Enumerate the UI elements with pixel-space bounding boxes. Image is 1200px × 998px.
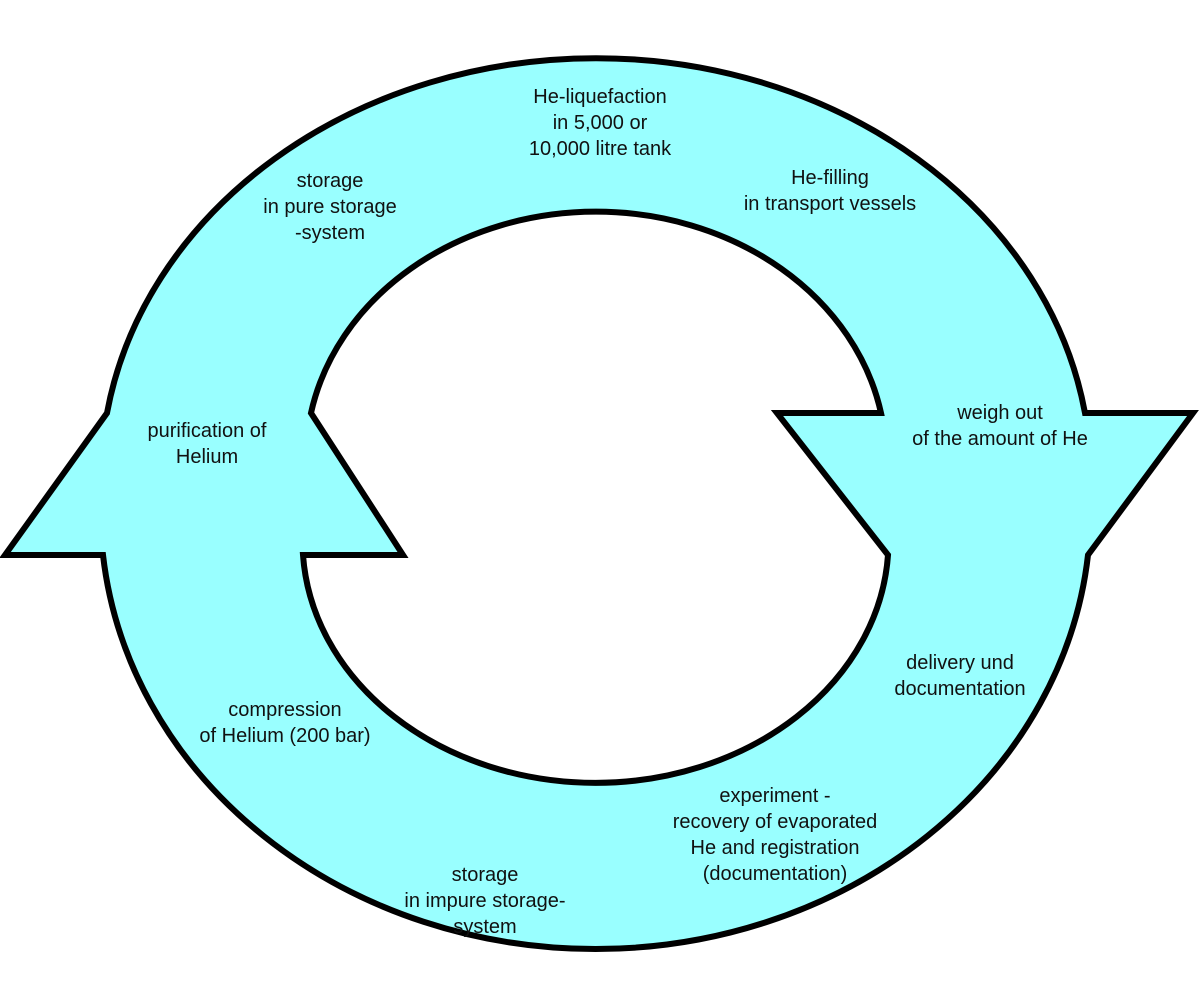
- step-text-line: in impure storage-: [404, 890, 566, 912]
- step-compression: compression of Helium (200 bar): [160, 697, 410, 749]
- step-text-line: recovery of evaporated: [672, 811, 878, 833]
- step-text-line: Helium: [175, 446, 239, 468]
- step-text-line: documentation: [894, 678, 1026, 700]
- step-text-line: experiment -: [719, 785, 831, 807]
- step-text-line: -system: [295, 222, 365, 244]
- step-text-line: of Helium (200 bar): [199, 725, 371, 747]
- step-text-line: in 5,000 or: [552, 112, 648, 134]
- step-text-line: in pure storage: [263, 196, 397, 218]
- step-text-line: storage: [296, 170, 364, 192]
- step-text-line: of the amount of He: [912, 428, 1088, 450]
- step-text-line: He-liquefaction: [533, 86, 667, 108]
- step-storage-impure: storage in impure storage- system: [370, 862, 600, 940]
- step-text-line: compression: [228, 699, 342, 721]
- step-text-line: weigh out: [957, 402, 1043, 424]
- step-delivery: delivery und documentation: [850, 650, 1070, 702]
- step-weigh-out: weigh out of the amount of He: [880, 400, 1120, 452]
- step-storage-pure: storage in pure storage -system: [230, 168, 430, 246]
- step-text-line: (documentation): [702, 863, 848, 885]
- step-text-line: system: [453, 916, 517, 938]
- step-text-line: He and registration: [690, 837, 860, 859]
- step-purification: purification of Helium: [117, 418, 297, 470]
- step-text-line: 10,000 litre tank: [528, 138, 672, 160]
- step-text-line: storage: [451, 864, 519, 886]
- cycle-ring-arrows: [0, 55, 1199, 952]
- step-text-line: delivery und: [906, 652, 1014, 674]
- step-text-line: He-filling: [791, 167, 869, 189]
- step-experiment: experiment - recovery of evaporated He a…: [640, 783, 910, 887]
- step-text-line: in transport vessels: [743, 193, 917, 215]
- step-he-liquefaction: He-liquefaction in 5,000 or 10,000 litre…: [480, 84, 720, 162]
- step-text-line: purification of: [147, 420, 267, 442]
- step-he-filling: He-filling in transport vessels: [700, 165, 960, 217]
